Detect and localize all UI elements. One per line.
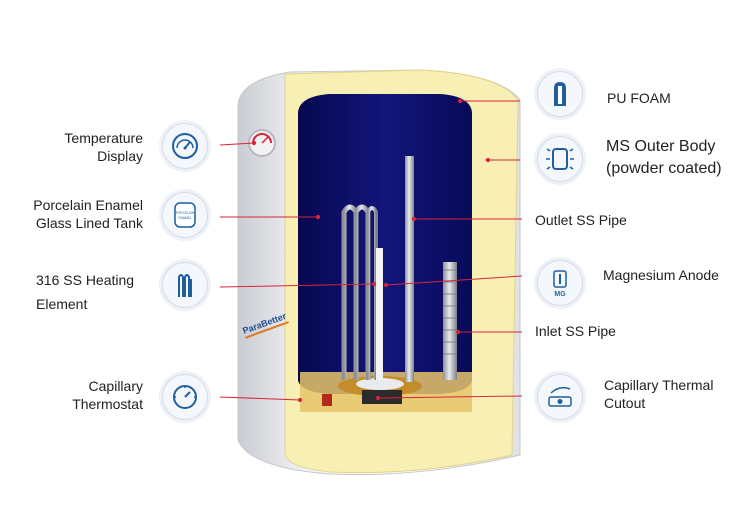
label-cutout-line2: Cutout <box>604 394 713 412</box>
label-outer-body-line1: MS Outer Body <box>606 136 722 158</box>
label-pu-foam: PU FOAM <box>607 89 671 107</box>
temperature-display-icon <box>162 123 208 169</box>
label-inlet-pipe: Inlet SS Pipe <box>535 322 616 340</box>
magnesium-anode-icon: MG <box>537 260 583 306</box>
label-thermostat-line1: Capillary <box>72 377 143 395</box>
label-thermostat-line2: Thermostat <box>72 395 143 413</box>
label-ms-outer-body: MS Outer Body (powder coated) <box>606 136 722 180</box>
label-cutout-line1: Capillary Thermal <box>604 376 713 394</box>
label-outer-body-line2: (powder coated) <box>606 158 722 180</box>
label-porcelain-tank: Porcelain Enamel Glass Lined Tank <box>33 196 143 232</box>
label-outlet-pipe: Outlet SS Pipe <box>535 211 627 229</box>
magnesium-anode <box>443 262 457 380</box>
svg-text:ENAMEL: ENAMEL <box>178 216 191 220</box>
capillary-thermostat-icon <box>162 374 208 420</box>
label-temperature-display: Temperature Display <box>64 129 143 165</box>
svg-text:MG: MG <box>554 291 566 298</box>
label-magnesium-anode: Magnesium Anode <box>603 266 719 284</box>
label-porcelain-line1: Porcelain Enamel <box>33 196 143 214</box>
label-heating-line2: Element <box>36 292 134 316</box>
ms-outer-body-icon <box>537 136 583 182</box>
label-capillary-thermostat: Capillary Thermostat <box>72 377 143 413</box>
label-heating-element: 316 SS Heating Element <box>36 268 134 316</box>
label-porcelain-line2: Glass Lined Tank <box>33 214 143 232</box>
heating-element-icon <box>162 262 208 308</box>
capillary-cutout-icon <box>537 374 583 420</box>
label-temperature-line2: Display <box>64 147 143 165</box>
thermostat-probe <box>376 248 383 380</box>
label-capillary-cutout: Capillary Thermal Cutout <box>604 376 713 412</box>
pu-foam-icon <box>537 71 583 117</box>
label-temperature-line1: Temperature <box>64 129 143 147</box>
outlet-pipe <box>405 156 414 382</box>
label-heating-line1: 316 SS Heating <box>36 268 134 292</box>
svg-text:PORCELAIN: PORCELAIN <box>176 211 195 215</box>
